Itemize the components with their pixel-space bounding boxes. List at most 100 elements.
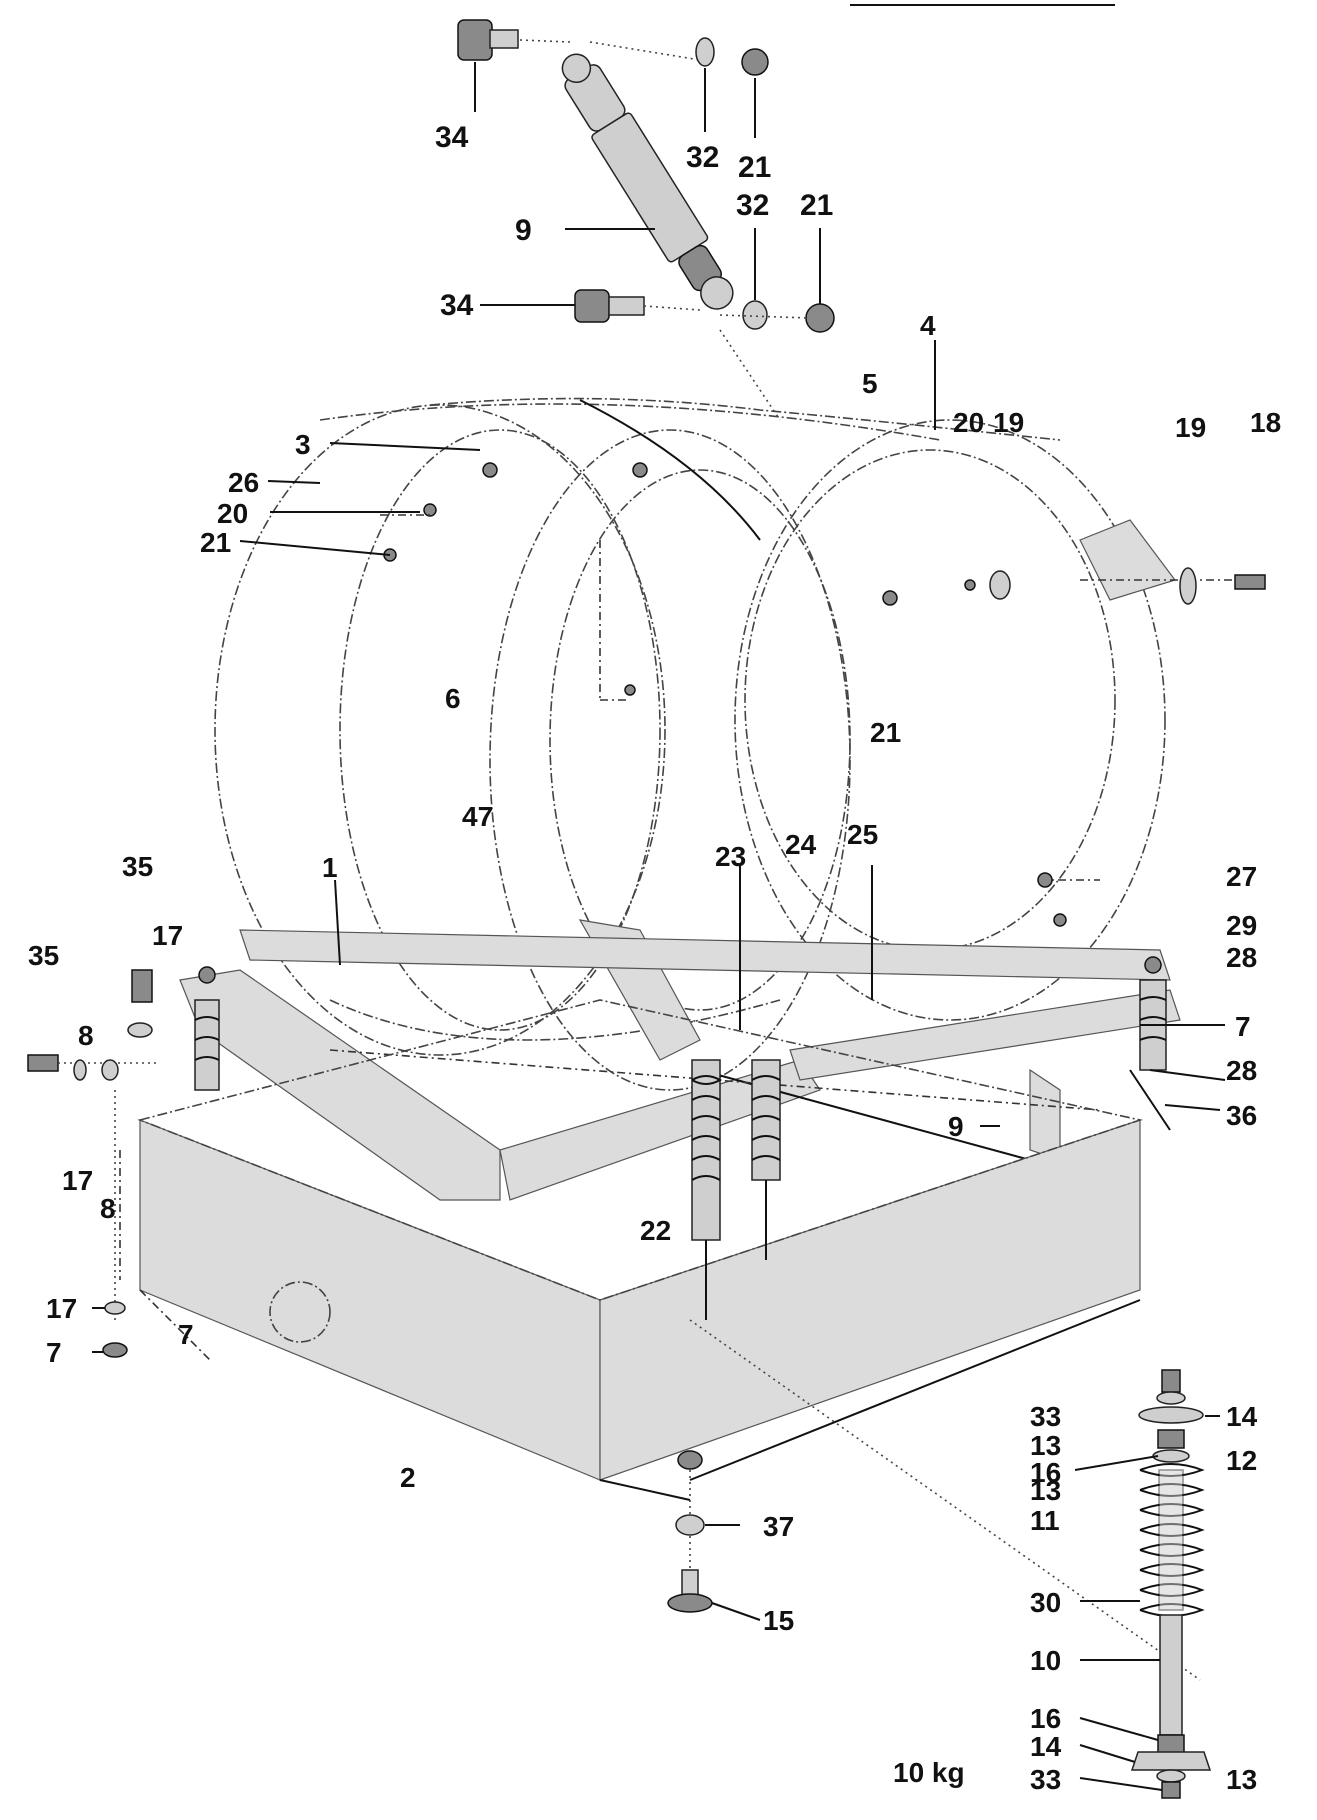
washer-13-bottom bbox=[1156, 1769, 1186, 1783]
label-11: 11 bbox=[1030, 1505, 1060, 1536]
washer-13-mid bbox=[1152, 1449, 1190, 1463]
label-32-top: 32 bbox=[686, 141, 719, 174]
capacity-label: 10 kg bbox=[893, 1757, 965, 1788]
label-21-mid: 21 bbox=[800, 189, 833, 222]
bolt-17-left-top bbox=[131, 969, 153, 1003]
plate-14-top bbox=[1138, 1406, 1204, 1424]
label-3: 3 bbox=[295, 429, 311, 460]
washer-13-top bbox=[1156, 1391, 1186, 1405]
foot-mount-37-top bbox=[677, 1450, 703, 1470]
bolt-shank-34-bottom bbox=[608, 296, 645, 316]
label-25: 25 bbox=[847, 819, 878, 850]
washer-17-base bbox=[104, 1301, 126, 1315]
label-2: 2 bbox=[400, 1462, 416, 1493]
label-17-mid: 17 bbox=[62, 1165, 93, 1196]
bolt-head-34-bottom bbox=[574, 289, 610, 323]
exploded-spring-strut bbox=[1130, 1369, 1212, 1799]
callout-labels: 34 32 21 9 32 21 34 4 5 20 19 19 18 3 26… bbox=[28, 121, 1281, 1795]
leader-lines bbox=[92, 62, 1226, 1791]
bolt-18 bbox=[1234, 574, 1266, 590]
label-12: 12 bbox=[1226, 1445, 1257, 1476]
drum-rear-ring bbox=[734, 419, 1166, 1021]
washer-8-lower bbox=[101, 1059, 119, 1081]
base-side-panel-front bbox=[599, 1119, 1141, 1481]
label-47: 47 bbox=[462, 801, 493, 832]
label-28-bottom: 28 bbox=[1226, 1055, 1257, 1086]
label-29: 29 bbox=[1226, 910, 1257, 941]
label-32-mid: 32 bbox=[736, 189, 769, 222]
label-7-right: 7 bbox=[1235, 1011, 1251, 1042]
screw-27 bbox=[1037, 872, 1053, 888]
bushing-16-bottom bbox=[1157, 1734, 1185, 1754]
label-27: 27 bbox=[1226, 861, 1257, 892]
nut-21-bottom bbox=[805, 303, 835, 333]
label-19-left: 19 bbox=[993, 407, 1024, 438]
washer-19-left bbox=[989, 570, 1011, 600]
label-14-bottom: 14 bbox=[1030, 1731, 1062, 1762]
label-9-shock: 9 bbox=[515, 214, 532, 247]
strut-rod-10 bbox=[1159, 1614, 1183, 1736]
label-10: 10 bbox=[1030, 1645, 1061, 1676]
spring-strut-front-1 bbox=[691, 1059, 723, 1320]
label-4: 4 bbox=[920, 310, 936, 341]
label-26: 26 bbox=[228, 467, 259, 498]
label-17-bottom: 17 bbox=[46, 1293, 77, 1324]
spring-strut-left bbox=[194, 966, 220, 1091]
washer-32-top bbox=[695, 37, 715, 67]
label-19-right: 19 bbox=[1175, 412, 1206, 443]
label-14-top: 14 bbox=[1226, 1401, 1258, 1432]
label-34-top: 34 bbox=[435, 121, 469, 154]
washer-32-bottom bbox=[742, 300, 768, 330]
spring-strut-front-2 bbox=[751, 1059, 781, 1260]
label-20-left: 20 bbox=[217, 498, 248, 529]
label-36: 36 bbox=[1226, 1100, 1257, 1131]
label-13-top: 13 bbox=[1030, 1430, 1061, 1461]
spring-core-30 bbox=[1158, 1469, 1184, 1611]
strut-rod-36 bbox=[1129, 1069, 1171, 1131]
label-35-upper: 35 bbox=[122, 851, 153, 882]
nut-33-bottom bbox=[1161, 1781, 1181, 1799]
bolt-33-top bbox=[1161, 1369, 1181, 1393]
label-21-left: 21 bbox=[200, 527, 231, 558]
label-21-top: 21 bbox=[738, 151, 771, 184]
label-15: 15 bbox=[763, 1605, 794, 1636]
cradle-beam-rear bbox=[789, 989, 1181, 1081]
base-cutout-circle bbox=[269, 1281, 331, 1343]
drum-mount-bracket bbox=[1079, 519, 1176, 601]
label-7-left: 7 bbox=[46, 1337, 62, 1368]
label-9-frame: 9 bbox=[948, 1111, 964, 1142]
drum-front-ring-outer bbox=[214, 404, 666, 1056]
foot-7-base bbox=[102, 1342, 128, 1358]
base-top-outline bbox=[137, 999, 1143, 1301]
label-35-left: 35 bbox=[28, 940, 59, 971]
bushing-16-top bbox=[1157, 1429, 1185, 1449]
label-6: 6 bbox=[445, 683, 461, 714]
label-18: 18 bbox=[1250, 407, 1281, 438]
label-16-bottom: 16 bbox=[1030, 1703, 1061, 1734]
coil-spring-11 bbox=[1139, 1463, 1205, 1617]
washer-8-left bbox=[127, 1022, 153, 1038]
label-34-bottom: 34 bbox=[440, 289, 474, 322]
label-5: 5 bbox=[862, 368, 878, 399]
cradle-post bbox=[1029, 1068, 1061, 1161]
part-29 bbox=[1053, 913, 1067, 927]
label-37: 37 bbox=[763, 1511, 794, 1542]
label-22: 22 bbox=[640, 1215, 671, 1246]
washer-37 bbox=[675, 1514, 705, 1536]
label-21-center: 21 bbox=[870, 717, 901, 748]
label-13-bottom: 13 bbox=[1226, 1764, 1257, 1795]
label-23: 23 bbox=[715, 841, 746, 872]
label-33-bottom: 33 bbox=[1030, 1764, 1061, 1795]
bolt-shank-34-top bbox=[489, 29, 519, 49]
label-1: 1 bbox=[322, 852, 338, 883]
label-8-lower: 8 bbox=[100, 1193, 116, 1224]
bolt-35 bbox=[27, 1054, 59, 1072]
base-frame bbox=[119, 999, 1201, 1681]
washer-19-right bbox=[1179, 567, 1197, 605]
label-33-top: 33 bbox=[1030, 1401, 1061, 1432]
nut-21-top bbox=[741, 48, 769, 76]
label-8-upper: 8 bbox=[78, 1020, 94, 1051]
label-30: 30 bbox=[1030, 1587, 1061, 1618]
